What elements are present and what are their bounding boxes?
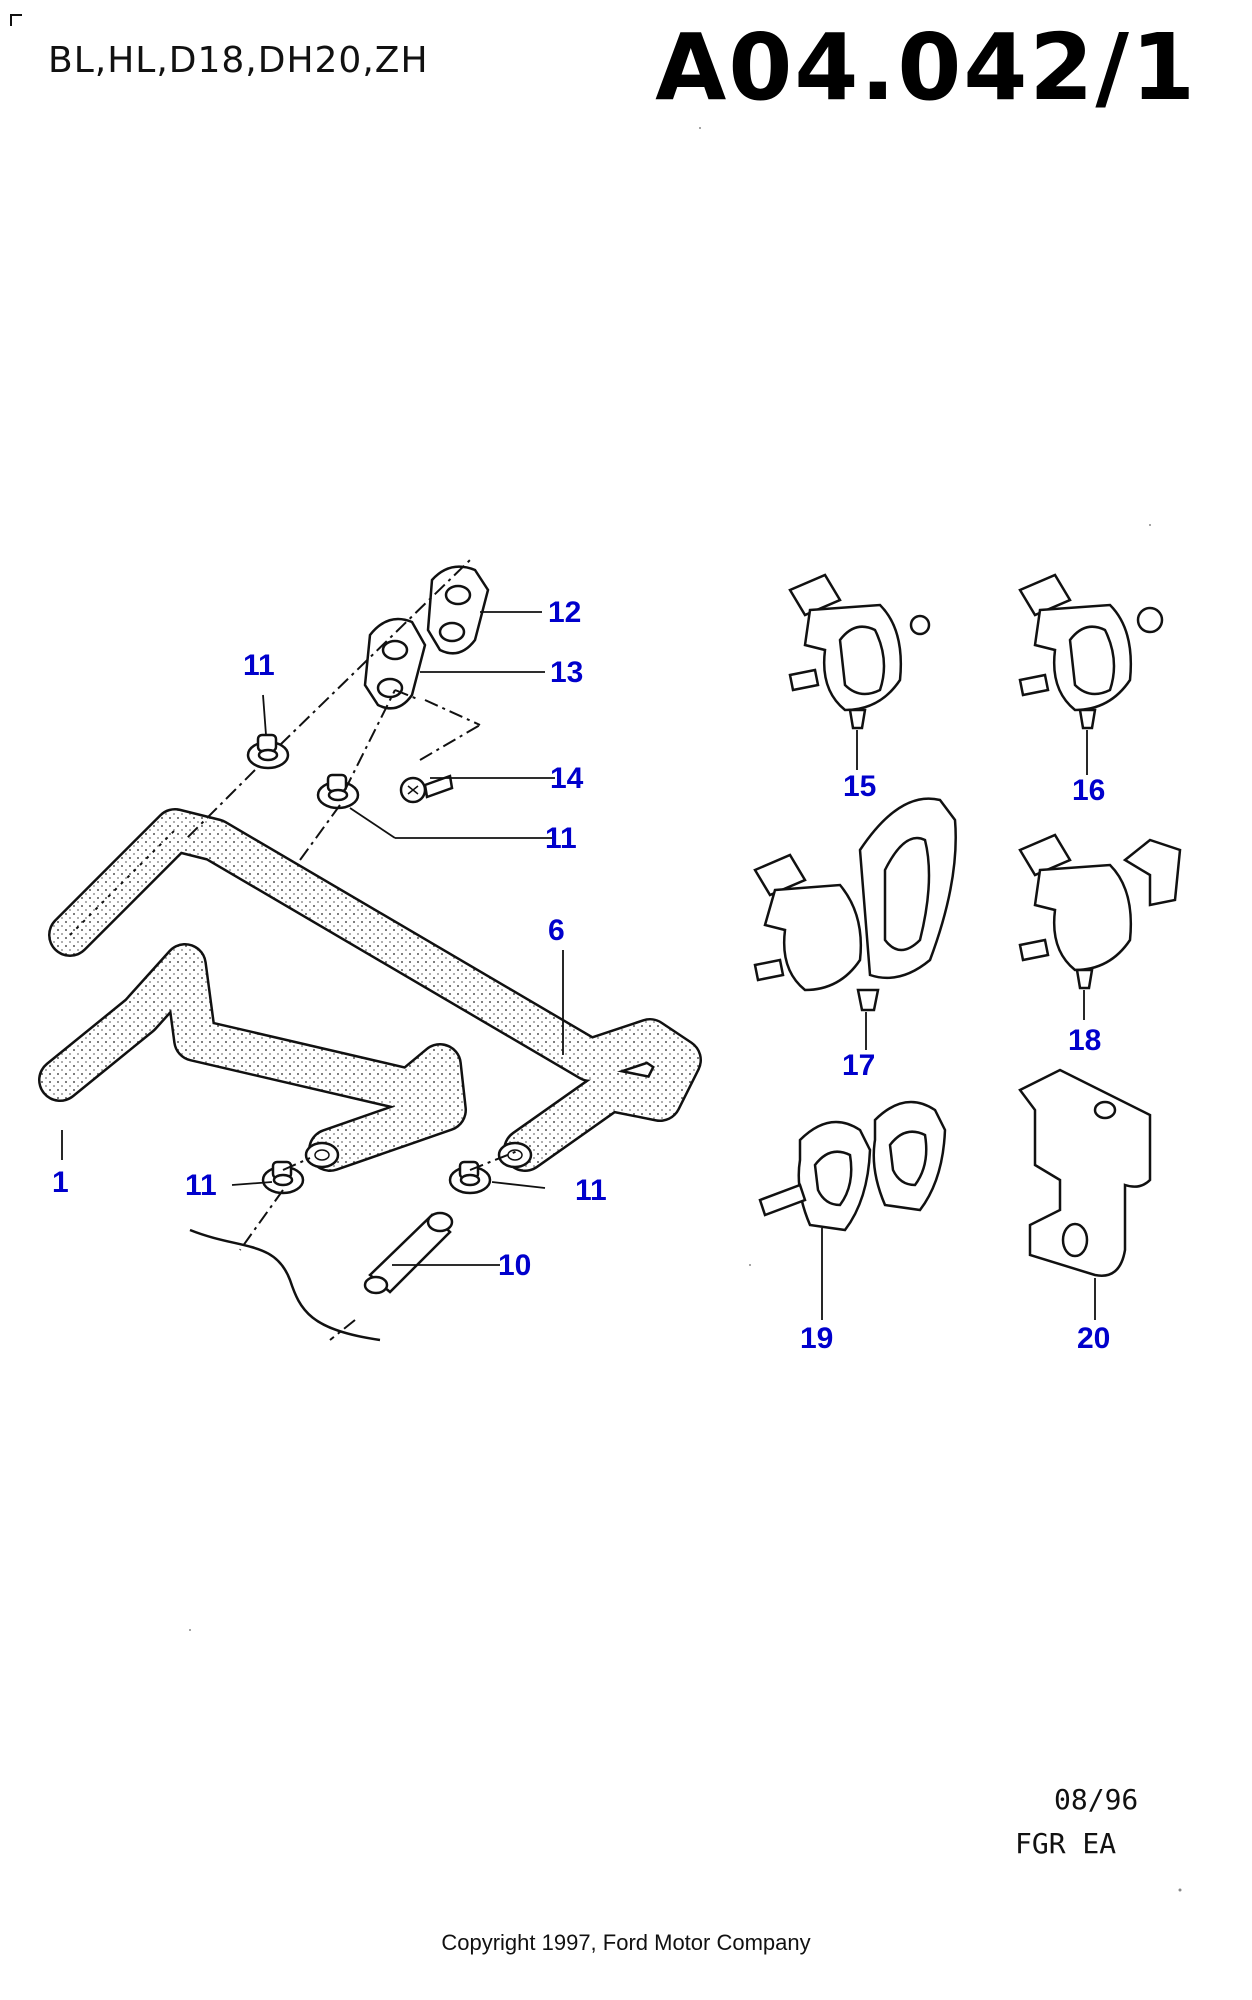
hose-retaining-clip-18 (1018, 833, 1182, 990)
callout-17: 17 (842, 1049, 875, 1082)
hose-retaining-clip-19 (758, 1100, 947, 1232)
callout-15: 15 (843, 770, 876, 803)
hose-bracket-12 (426, 565, 490, 655)
callout-20: 20 (1077, 1322, 1110, 1355)
callout-11-lower-right: 11 (575, 1174, 607, 1207)
hose-connector-10 (363, 1211, 454, 1295)
assembly-guide-lines (184, 559, 521, 1341)
diagram-reference: A04.042/1 (655, 14, 1197, 121)
scan-specks (189, 127, 1182, 1892)
callout-16: 16 (1072, 774, 1105, 807)
callout-11-lower-left: 11 (185, 1169, 217, 1202)
screw-14 (399, 774, 454, 804)
callout-14: 14 (550, 762, 584, 795)
source-code: FGR EA (1015, 1827, 1117, 1860)
model-codes: BL,HL,D18,DH20,ZH (48, 40, 429, 81)
hose-retaining-clip-16 (1018, 573, 1164, 730)
callout-18: 18 (1068, 1024, 1101, 1057)
callout-10: 10 (498, 1249, 531, 1282)
callout-13: 13 (550, 656, 583, 689)
callout-11-upper-mid: 11 (545, 822, 577, 855)
callout-12: 12 (548, 596, 581, 629)
hose-clip-11-lower-left (261, 1160, 305, 1195)
hose-retaining-clip-15 (788, 573, 931, 730)
heater-hose-1 (38, 943, 467, 1172)
corner-mark (10, 14, 22, 26)
leader-lines (61, 611, 1096, 1320)
hose-clip-11-upper-mid (316, 773, 360, 810)
callout-numbers: 1 6 10 11 11 11 11 12 13 14 15 16 17 18 … (52, 596, 1110, 1355)
date-code: 08/96 (1054, 1783, 1139, 1816)
callout-19: 19 (800, 1322, 833, 1355)
callout-11-upper-left: 11 (243, 649, 275, 682)
hose-clip-11-lower-right (448, 1160, 492, 1195)
copyright-notice: Copyright 1997, Ford Motor Company (441, 1930, 811, 1955)
hose-retaining-clip-17 (753, 797, 957, 1012)
callout-1: 1 (52, 1166, 69, 1199)
heater-hose-6 (48, 808, 702, 1172)
engine-block-outline (189, 1228, 381, 1342)
mounting-bracket-20 (1018, 1068, 1152, 1277)
callout-6: 6 (548, 914, 565, 947)
hose-clip-11-upper-left (246, 733, 290, 770)
hose-bracket-13 (363, 617, 427, 710)
